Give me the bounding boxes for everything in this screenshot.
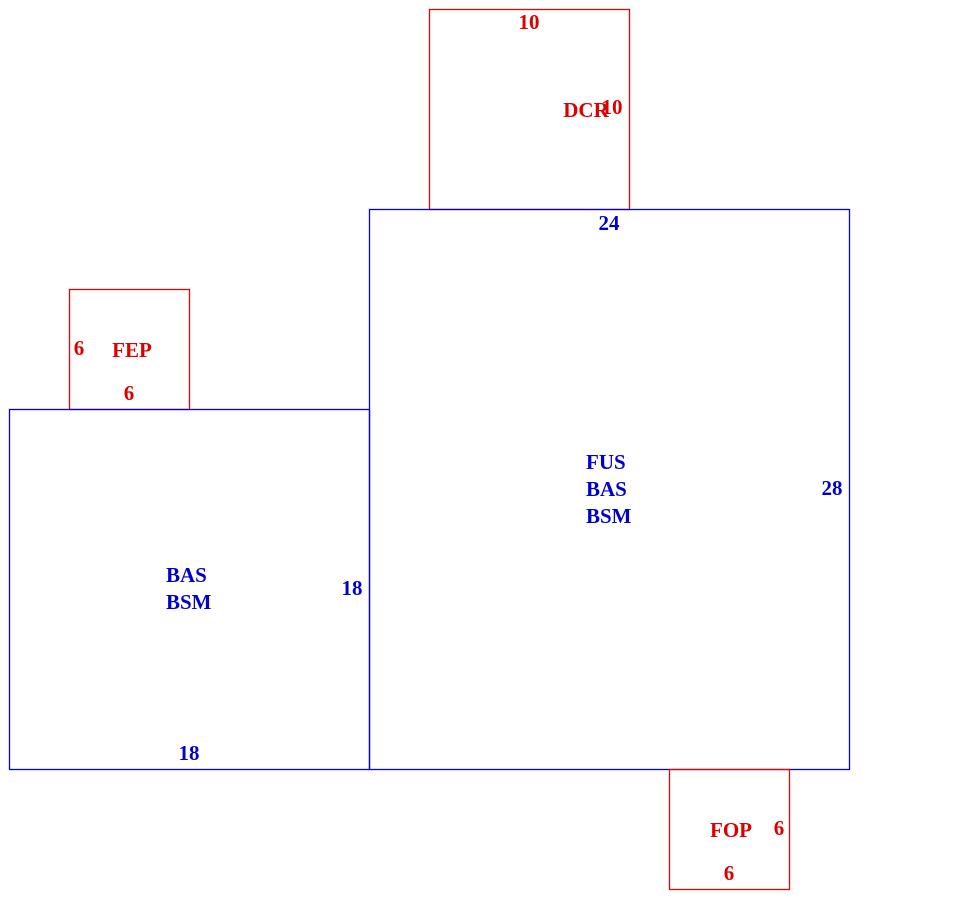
area-main-left[interactable]: BAS BSM 18 18 xyxy=(8,408,371,771)
dcr-dim-side: 10 xyxy=(602,95,623,119)
fop-outline xyxy=(668,768,791,891)
fop-code: FOP xyxy=(710,818,752,842)
fep-dim-bottom: 6 xyxy=(124,381,135,405)
main-left-dim-right: 18 xyxy=(342,576,363,600)
dcr-code: DCR xyxy=(563,98,609,122)
main-right-dim-top: 24 xyxy=(599,211,621,235)
main-left-code-2: BSM xyxy=(166,590,212,614)
area-fop[interactable]: FOP 6 6 xyxy=(668,768,791,891)
main-right-dim-right: 28 xyxy=(822,476,843,500)
area-dcr[interactable]: 10 10 DCR xyxy=(428,8,631,211)
fop-dim-side: 6 xyxy=(774,816,785,840)
fep-dim-side: 6 xyxy=(74,336,85,360)
fop-dim-bottom: 6 xyxy=(724,861,735,885)
main-right-code-1: FUS xyxy=(586,450,626,474)
dcr-dim-top: 10 xyxy=(519,10,540,34)
area-fep[interactable]: 6 FEP 6 xyxy=(68,288,191,411)
main-right-code-3: BSM xyxy=(586,504,632,528)
main-left-code-1: BAS xyxy=(166,563,207,587)
main-right-outline xyxy=(368,208,851,771)
main-left-dim-bottom: 18 xyxy=(179,741,200,765)
main-right-code-2: BAS xyxy=(586,477,627,501)
area-main-right[interactable]: 24 FUS BAS BSM 28 xyxy=(368,208,851,771)
fep-code: FEP xyxy=(112,338,152,362)
